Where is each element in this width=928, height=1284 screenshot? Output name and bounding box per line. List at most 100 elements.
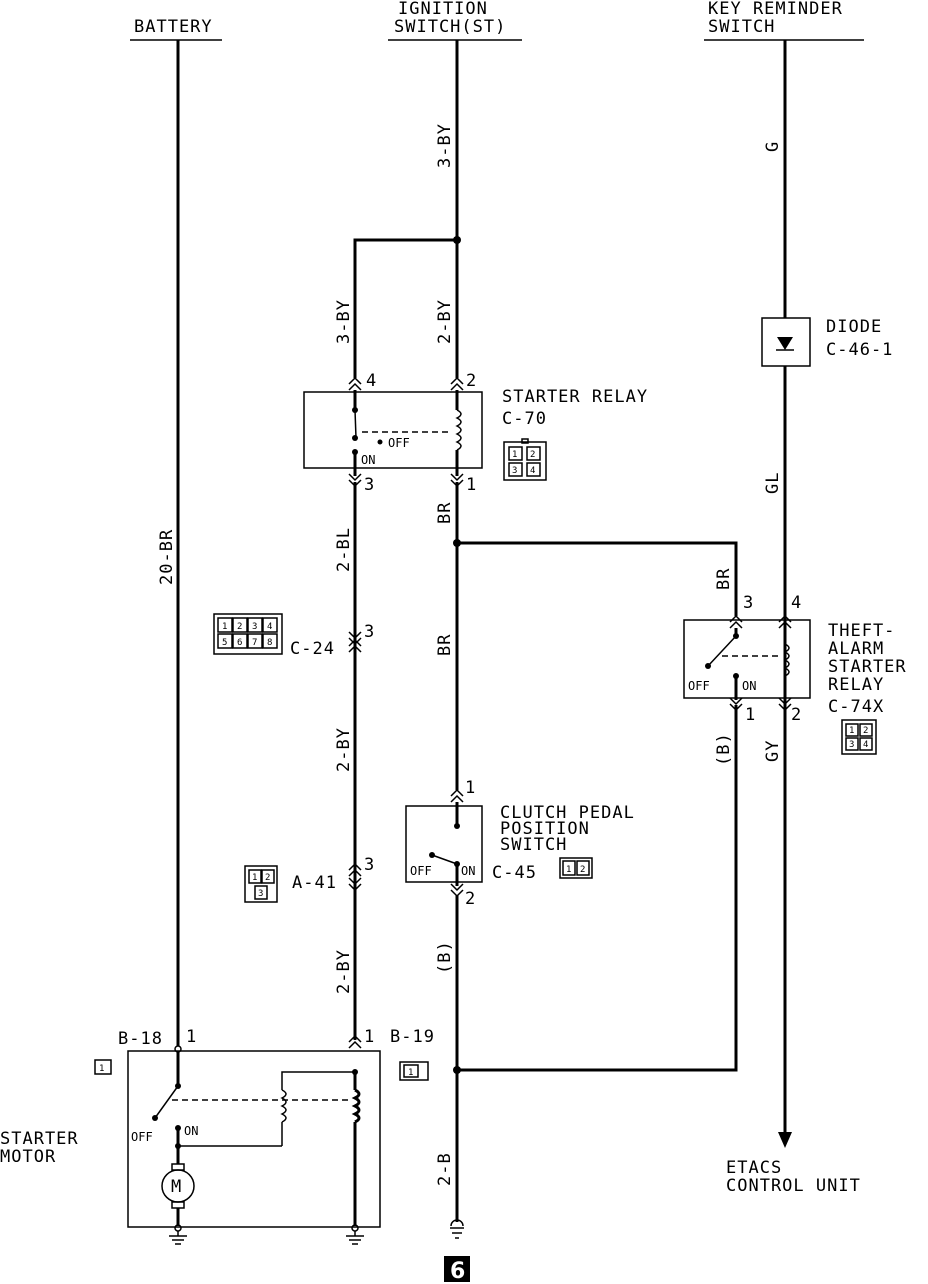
theft-alarm-starter-relay: OFF ON 3 4 1 2 THEFT- ALARM STARTER RELA…: [683, 593, 907, 755]
connector-c74x-icon: 1 2 3 4: [841, 719, 877, 755]
pin-number: 1: [364, 1027, 374, 1047]
clutch-switch-name-line2: POSITION: [500, 819, 590, 839]
key-reminder-label-line2: SWITCH: [708, 17, 775, 37]
switch-on-label: ON: [461, 864, 475, 878]
motor-symbol: M: [171, 1177, 182, 1197]
pin-number: 2: [791, 705, 801, 725]
connector-b19-icon: 1: [399, 1061, 429, 1081]
diode-code: C-46-1: [826, 340, 893, 360]
svg-text:3: 3: [849, 740, 854, 750]
connector-c45-icon: 1 2: [559, 857, 593, 879]
starter-relay-code: C-70: [502, 409, 547, 429]
theft-relay-name-line1: THEFT-: [828, 621, 895, 641]
clutch-switch-name-line3: SWITCH: [500, 835, 567, 855]
wire-label: GY: [763, 740, 783, 762]
svg-text:2: 2: [863, 726, 868, 736]
header-key-reminder-switch: KEY REMINDER SWITCH: [704, 0, 864, 41]
br-branch-wire: [457, 541, 738, 616]
svg-text:1: 1: [99, 1064, 104, 1074]
branch-wire-3by: [353, 238, 457, 378]
starter-on-label: ON: [184, 1124, 198, 1138]
svg-text:3: 3: [258, 889, 263, 899]
starter-motor-name-line2: MOTOR: [0, 1147, 56, 1167]
pin-number: 3: [743, 593, 753, 613]
clutch-switch-name-line1: CLUTCH PEDAL: [500, 803, 635, 823]
connector-c70-icon: 1 2 3 4: [503, 438, 547, 481]
svg-text:2: 2: [265, 873, 270, 883]
diode-name: DIODE: [826, 317, 882, 337]
etacs-control-unit: ETACS CONTROL UNIT: [726, 1158, 861, 1196]
junction-dot: [453, 236, 461, 244]
relay-on-label: ON: [361, 453, 375, 467]
pin-number: 1: [186, 1027, 196, 1047]
svg-text:2: 2: [530, 450, 535, 460]
pin-number: 4: [791, 593, 801, 613]
battery-label: BATTERY: [134, 17, 213, 37]
clutch-switch-code: C-45: [492, 863, 537, 883]
wire-label: 20-BR: [157, 529, 177, 585]
theft-relay-name-line3: STARTER: [828, 657, 907, 677]
svg-text:1: 1: [252, 873, 257, 883]
relay-on-label: ON: [742, 679, 756, 693]
pin-number: 3: [364, 475, 374, 495]
wire-label: 3-BY: [334, 299, 354, 344]
b-return-wire: [457, 705, 738, 1072]
theft-relay-name-line4: RELAY: [828, 675, 884, 695]
switch-off-label: OFF: [410, 864, 432, 878]
pin-number: 1: [466, 475, 476, 495]
junction-dot: [453, 539, 461, 547]
svg-text:4: 4: [863, 740, 868, 750]
wire-label: (B): [714, 732, 734, 766]
b18-label: B-18: [118, 1029, 163, 1049]
header-ignition-switch: IGNITION SWITCH(ST): [388, 0, 522, 41]
theft-relay-code: C-74X: [828, 697, 884, 717]
pin-number: 2: [466, 371, 476, 391]
wire-label: G: [763, 141, 783, 152]
pin-number: 3: [364, 855, 374, 875]
wire-label: 2-B: [435, 1152, 455, 1186]
etacs-label-line2: CONTROL UNIT: [726, 1176, 861, 1196]
arrow-down-icon: [778, 1132, 792, 1148]
ground-icon: [169, 1224, 187, 1245]
wire-label: 2-BL: [334, 527, 354, 572]
wire-label: 2-BY: [334, 949, 354, 994]
junction-dot: [453, 1066, 461, 1074]
svg-text:1: 1: [849, 726, 854, 736]
pin-number: 1: [465, 778, 475, 798]
header-battery: BATTERY: [130, 17, 222, 41]
theft-relay-name-line2: ALARM: [828, 639, 884, 659]
starter-motor: B-18 1 1 B-19 1 1 OFF ON M: [0, 1027, 435, 1245]
pin-number: 3: [364, 622, 374, 642]
wire-label: 3-BY: [435, 123, 455, 168]
ground-icon: [346, 1224, 364, 1245]
wire-label: (B): [435, 940, 455, 974]
svg-text:4: 4: [530, 466, 535, 476]
page-badge-number: 6: [450, 1259, 465, 1284]
wire-label: BR: [435, 634, 455, 656]
pin-number: 1: [745, 705, 755, 725]
pin-number: 4: [366, 371, 376, 391]
connector-a41-icon: 1 2 3: [244, 865, 278, 903]
wire-label: GL: [763, 472, 783, 494]
svg-text:1: 1: [222, 622, 227, 632]
ground-icon: [450, 1219, 464, 1239]
b19-label: B-19: [390, 1027, 435, 1047]
etacs-label-line1: ETACS: [726, 1158, 782, 1178]
wire-label: BR: [435, 502, 455, 524]
svg-text:1: 1: [566, 865, 571, 875]
connector-code: C-24: [290, 639, 335, 659]
svg-text:1: 1: [512, 450, 517, 460]
diode-icon: [777, 337, 793, 350]
connector-c24: 3 C-24 1 2 3 4 5 6 7 8: [213, 613, 374, 659]
key-reminder-label-line1: KEY REMINDER: [708, 0, 843, 19]
svg-text:8: 8: [267, 638, 272, 648]
wire-label: 2-BY: [435, 299, 455, 344]
svg-text:5: 5: [222, 638, 227, 648]
relay-off-label: OFF: [388, 436, 410, 450]
svg-text:3: 3: [512, 466, 517, 476]
ignition-label-line1: IGNITION: [398, 0, 488, 19]
wire-label: 2-BY: [334, 727, 354, 772]
diode: DIODE C-46-1: [761, 317, 893, 367]
connector-code: A-41: [292, 873, 337, 893]
